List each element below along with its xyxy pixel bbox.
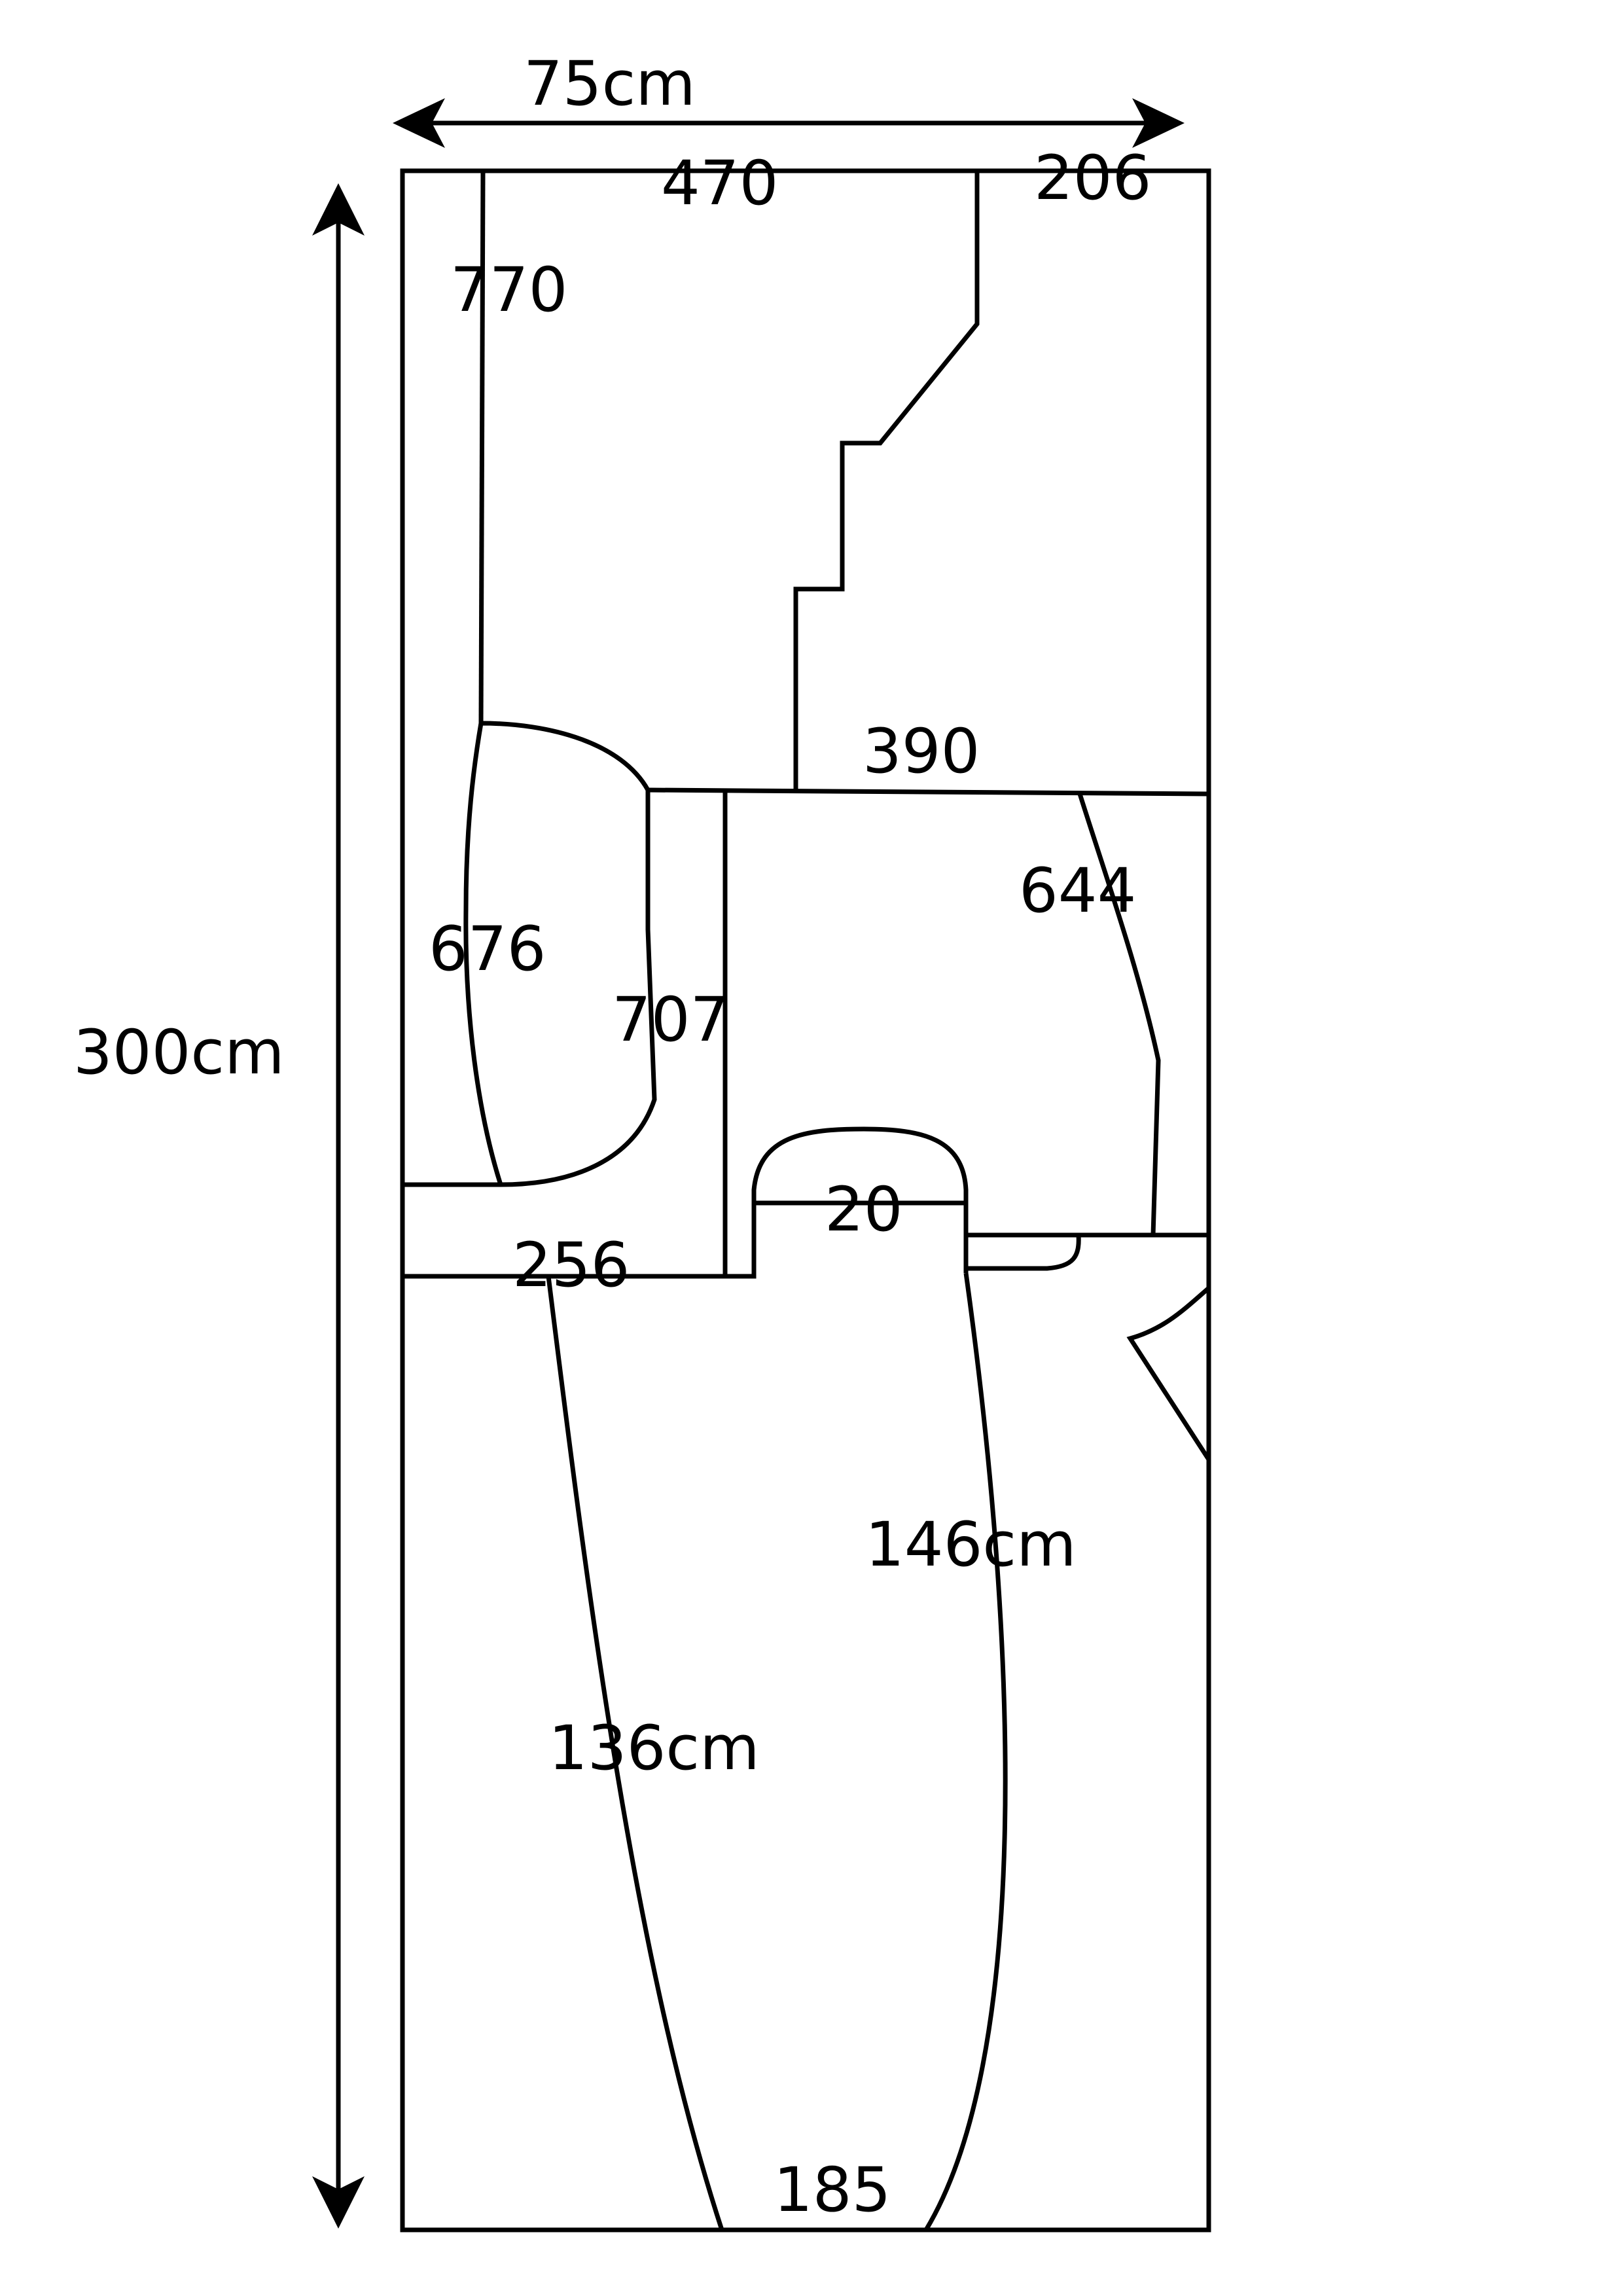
piece-label-arch: 20: [825, 1174, 903, 1246]
cut-line-arch: [751, 1126, 969, 1273]
height-label: 300cm: [73, 1017, 285, 1088]
piece-label-right-long: 146cm: [865, 1509, 1077, 1581]
piece-label-left-connector: 256: [512, 1230, 630, 1301]
cut-line-bottom-left-edge: [402, 1203, 757, 1279]
piece-label-top-left: 770: [450, 255, 567, 326]
cut-line-top-left: [478, 170, 486, 724]
cut-line-long-right: [924, 1272, 1008, 2231]
piece-label-bottom-center: 185: [774, 2155, 891, 2226]
piece-label-inner-strip: 707: [612, 984, 729, 1056]
cut-line-right-middle: [1077, 793, 1161, 1236]
cut-line-right-wedge: [1126, 1286, 1211, 1461]
piece-label-middle-band: 390: [863, 716, 980, 787]
piece-label-top-middle: 470: [661, 148, 778, 219]
piece-label-right-middle: 644: [1019, 855, 1136, 927]
outer-frame: [400, 168, 1211, 2233]
piece-label-top-right: 206: [1034, 143, 1151, 214]
cut-line-middle-band: [647, 787, 1209, 797]
piece-label-left-long: 136cm: [548, 1713, 760, 1784]
piece-label-left-curved: 676: [429, 914, 546, 985]
cut-line-stepped: [793, 171, 980, 790]
cut-line-small-tab: [966, 1234, 1081, 1271]
cut-line-long-left: [546, 1276, 724, 2231]
height-dimension-arrow: [312, 183, 365, 2229]
width-dimension-arrow: [393, 98, 1185, 148]
width-label: 75cm: [524, 48, 696, 120]
